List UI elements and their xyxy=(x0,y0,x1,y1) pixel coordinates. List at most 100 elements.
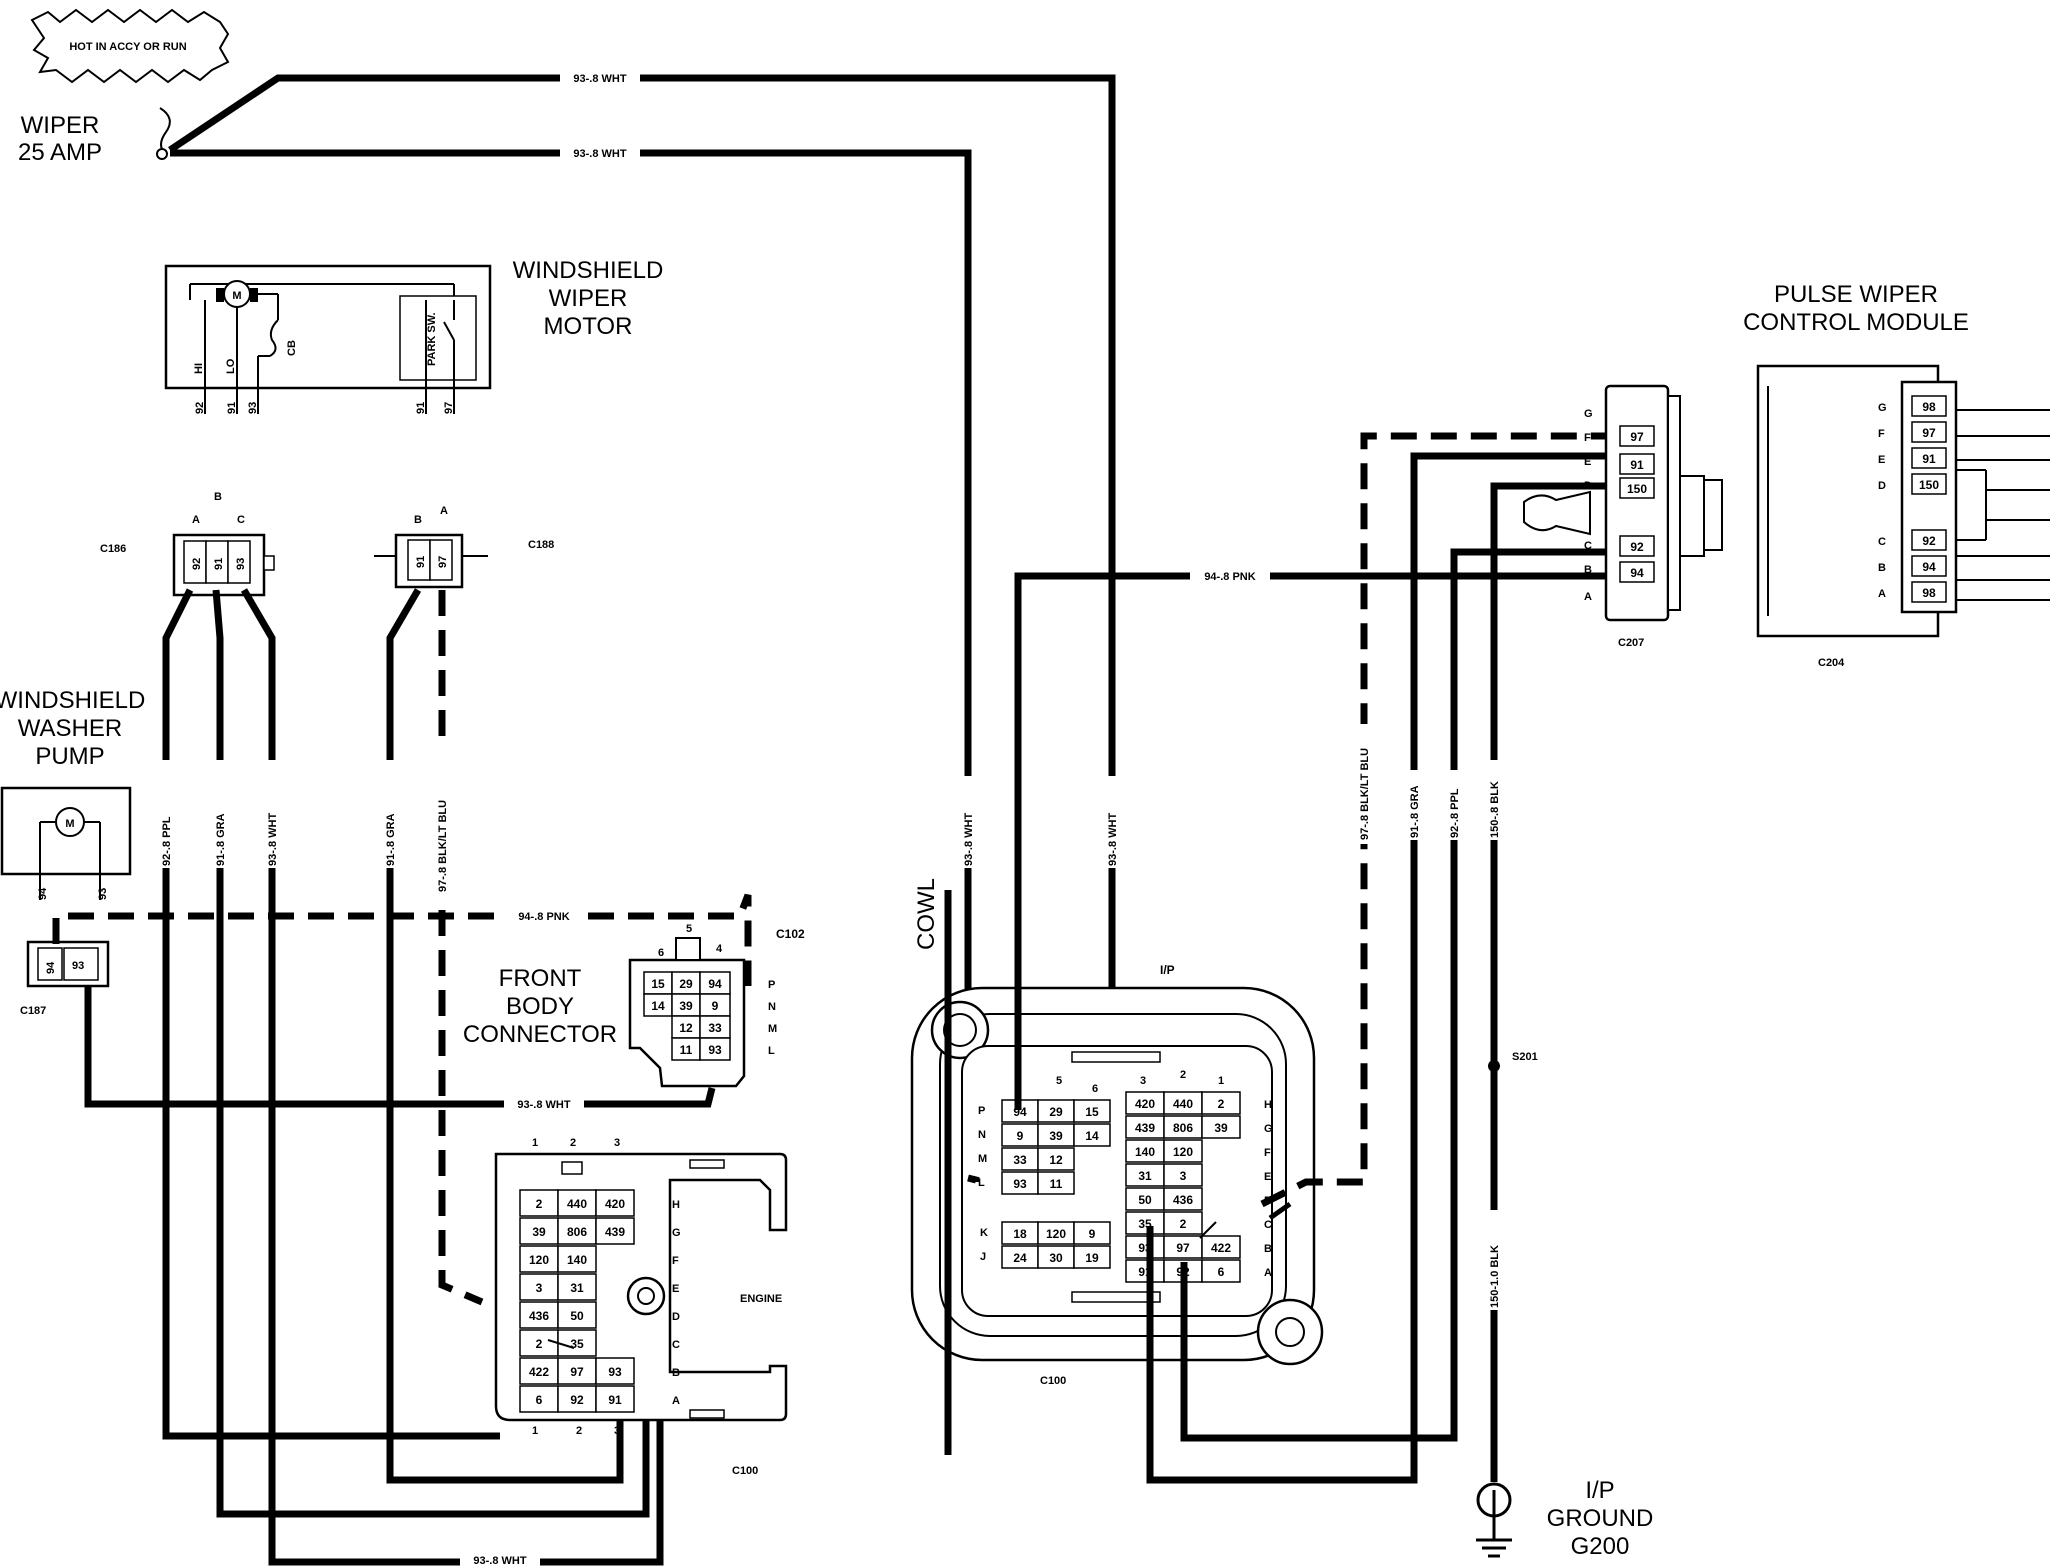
engine-pin-5-0-box xyxy=(519,1329,559,1357)
motor-terminal-lo: LO xyxy=(225,358,237,374)
ip-bottom-pin-0-1: 120 xyxy=(1046,1227,1066,1241)
connector-c188: 91 97 B A xyxy=(374,505,488,589)
engine-pin-0-1-box xyxy=(557,1189,597,1217)
connector-c207: 97 91 150 92 94 G F E D C B A xyxy=(1523,384,1723,622)
ip-bottom-pin-0-0: 18 xyxy=(1013,1227,1027,1241)
ground-g200-icon xyxy=(1476,1482,1512,1558)
svg-text:M: M xyxy=(232,290,241,302)
engine-pin-3-1-box xyxy=(557,1273,597,1301)
svg-text:K: K xyxy=(980,1227,988,1239)
engine-pin-7-1: 92 xyxy=(570,1393,584,1407)
svg-text:91: 91 xyxy=(1630,458,1644,472)
c187-label: C187 xyxy=(20,1005,46,1017)
ip-bottom-pin-1-0: 24 xyxy=(1013,1251,1027,1265)
svg-text:1: 1 xyxy=(1218,1075,1224,1087)
ground-title-3: G200 xyxy=(1571,1533,1630,1560)
svg-text:91: 91 xyxy=(226,402,238,414)
ip-left-pin-1-0: 9 xyxy=(1017,1129,1024,1143)
engine-pin-5-0: 2 xyxy=(536,1337,543,1351)
svg-text:P: P xyxy=(768,979,775,991)
fuse-rating: 25 AMP xyxy=(18,139,102,166)
wire-label-g150blk: 150-1.0 BLK xyxy=(1489,1245,1501,1308)
ip-right-pin-6-2: 422 xyxy=(1211,1241,1231,1255)
ip-right-pin-1-1: 806 xyxy=(1173,1121,1193,1135)
svg-text:93: 93 xyxy=(72,960,84,972)
pulse-module-row-F: F xyxy=(1878,428,1885,440)
engine-pin-6-2-box xyxy=(595,1357,635,1385)
wire-label-93wht: 93-.8 WHT xyxy=(267,813,279,866)
svg-text:93: 93 xyxy=(708,1043,722,1057)
svg-text:3: 3 xyxy=(1140,1075,1146,1087)
ground-title-2: GROUND xyxy=(1547,1505,1654,1532)
pulse-module-pin-G-box xyxy=(1911,395,1947,417)
svg-text:15: 15 xyxy=(651,977,665,991)
front-body-title-1: FRONT xyxy=(499,965,582,992)
svg-text:29: 29 xyxy=(679,977,693,991)
ip-right-pin-3-1: 3 xyxy=(1180,1169,1187,1183)
engine-pin-1-2-box xyxy=(595,1217,635,1245)
engine-pin-7-2: 91 xyxy=(608,1393,622,1407)
wire-stub xyxy=(967,1174,980,1184)
svg-text:94: 94 xyxy=(708,977,722,991)
wire-label-bottom93: 93-.8 WHT xyxy=(473,1555,526,1567)
wire-label-91gra2: 91-.8 GRA xyxy=(385,813,397,866)
engine-pin-4-1: 50 xyxy=(570,1309,584,1323)
ip-right-pin-1-2-box xyxy=(1201,1115,1241,1139)
c207-clip-icon xyxy=(1523,490,1591,536)
wiper-motor-title-3: MOTOR xyxy=(544,313,633,340)
ip-right-pin-5-1: 2 xyxy=(1180,1217,1187,1231)
ip-bottom-pin-1-1: 30 xyxy=(1049,1251,1063,1265)
wire-label-93wht-front: 93-.8 WHT xyxy=(517,1099,570,1111)
pulse-module-pin-B-box xyxy=(1911,555,1947,577)
ip-right-pin-7-2: 6 xyxy=(1218,1265,1225,1279)
engine-pin-6-0: 422 xyxy=(529,1365,549,1379)
wire-label-top1: 93-.8 WHT xyxy=(573,73,626,85)
jumper-ip-97 xyxy=(1199,1221,1217,1239)
wire-label-pnk94: 94-.8 PNK xyxy=(1204,571,1255,583)
ip-left-pin-0-1: 29 xyxy=(1049,1105,1063,1119)
wire-label-94pnk: 94-.8 PNK xyxy=(518,911,569,923)
svg-text:1: 1 xyxy=(532,1137,538,1149)
ip-right-row-label-3: E xyxy=(1264,1171,1271,1183)
wire-92-ppl-ip xyxy=(1180,548,1610,1442)
c186-label: C186 xyxy=(100,543,126,555)
svg-text:B: B xyxy=(1584,564,1592,576)
svg-text:J: J xyxy=(980,1251,986,1263)
wire-92-ppl xyxy=(162,588,500,1440)
pulse-module-title-2: CONTROL MODULE xyxy=(1743,309,1969,336)
engine-pin-6-1: 97 xyxy=(570,1365,584,1379)
svg-text:93: 93 xyxy=(235,558,247,570)
front-body-title-2: BODY xyxy=(506,993,574,1020)
pulse-module-row-G: G xyxy=(1878,402,1887,414)
svg-text:92: 92 xyxy=(191,558,203,570)
ip-right-pin-2-0: 140 xyxy=(1135,1145,1155,1159)
wire-label-top2: 93-.8 WHT xyxy=(573,148,626,160)
svg-text:92: 92 xyxy=(194,402,206,414)
svg-text:2: 2 xyxy=(1180,1069,1186,1081)
fuse-badge: HOT IN ACCY OR RUN xyxy=(30,8,230,84)
engine-pin-6-2: 93 xyxy=(608,1365,622,1379)
svg-text:N: N xyxy=(978,1129,986,1141)
svg-text:A: A xyxy=(192,514,200,526)
svg-text:L: L xyxy=(978,1177,985,1189)
ground-title-1: I/P xyxy=(1585,1477,1614,1504)
ip-left-pin-1-2-box xyxy=(1073,1123,1111,1147)
ip-right-pin-4-0: 50 xyxy=(1138,1193,1152,1207)
engine-pin-4-1-box xyxy=(557,1301,597,1329)
svg-text:B: B xyxy=(214,491,222,503)
ip-right-pin-6-2-box xyxy=(1201,1235,1241,1259)
svg-text:39: 39 xyxy=(679,999,693,1013)
ip-bottom-pin-1-2-box xyxy=(1073,1245,1111,1269)
svg-text:4: 4 xyxy=(716,943,723,955)
svg-text:6: 6 xyxy=(658,947,664,959)
engine-pin-7-2-box xyxy=(595,1385,635,1413)
front-body-title-3: CONNECTOR xyxy=(463,1021,617,1048)
wiper-motor-title-1: WINDSHIELD xyxy=(513,257,664,284)
ip-bottom-pin-1-2: 19 xyxy=(1085,1251,1099,1265)
engine-row-label-4: D xyxy=(672,1311,680,1323)
engine-pin-2-1-box xyxy=(557,1245,597,1273)
svg-text:5: 5 xyxy=(1056,1075,1062,1087)
wire-label-97blk: 97-.8 BLK/LT BLU xyxy=(437,800,449,892)
pulse-module-pin-D-box xyxy=(1911,473,1947,495)
